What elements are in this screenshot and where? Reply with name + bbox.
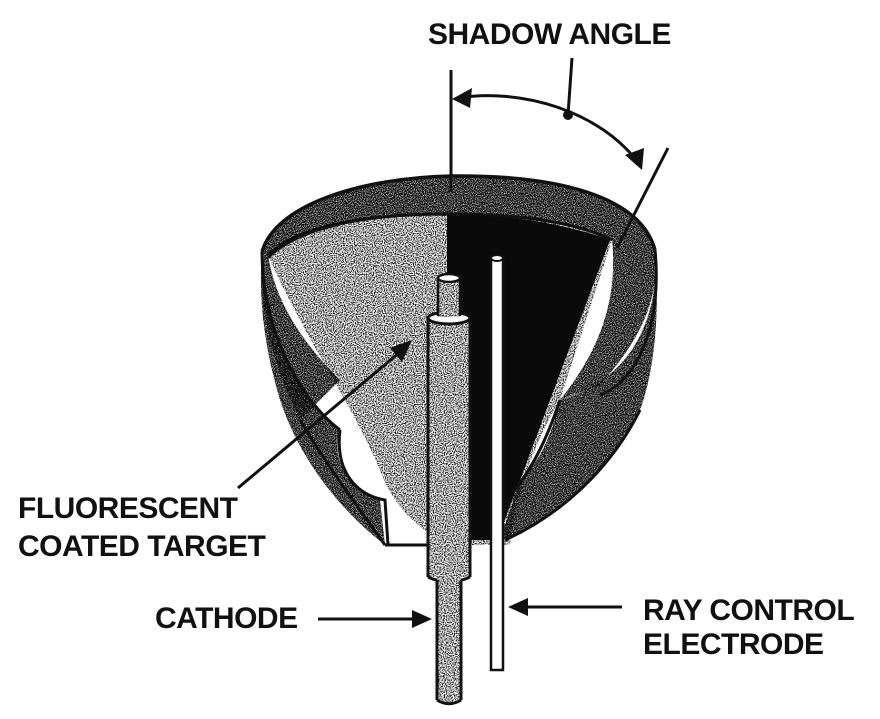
shadow-angle-edge-line	[615, 147, 670, 249]
shadow-angle-arrow-left	[452, 88, 472, 108]
shadow-angle-leader	[566, 57, 574, 116]
fluorescent-leader-arrowhead	[390, 340, 412, 362]
target-right-flank	[500, 249, 658, 542]
cathode-top-stem	[436, 272, 462, 317]
cathode-sleeve	[426, 310, 472, 583]
fluorescent-leader-line	[237, 350, 401, 490]
shadow-wedge	[447, 214, 610, 540]
target-left-flank	[260, 251, 440, 547]
cathode-leader-arrowhead	[412, 610, 432, 628]
ray-control-label-line2: ELECTRODE	[643, 628, 824, 661]
shadow-angle-arc	[457, 94, 642, 166]
cathode-lead	[435, 577, 463, 706]
shadow-angle-arrow-right	[625, 148, 644, 170]
ray-control-electrode	[489, 254, 505, 672]
fluorescent-target-label-line2: COATED TARGET	[18, 530, 266, 563]
ray-control-leader-arrowhead	[508, 598, 528, 616]
shadow-angle-label: SHADOW ANGLE	[428, 18, 671, 51]
ray-control-label-line1: RAY CONTROL	[643, 594, 855, 627]
cathode-label: CATHODE	[155, 602, 298, 635]
fluorescent-target-label-line1: FLUORESCENT	[18, 492, 238, 525]
